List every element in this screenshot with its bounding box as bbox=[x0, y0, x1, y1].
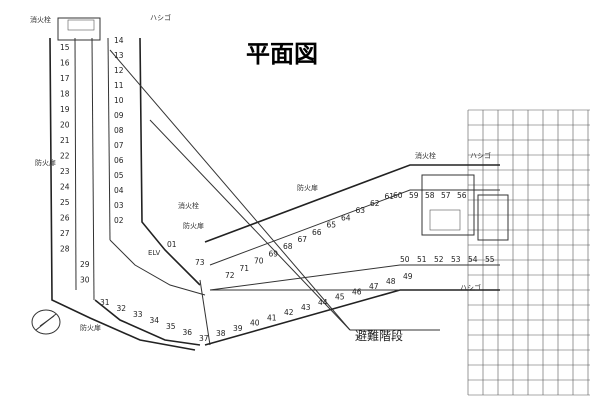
unit-number: 01 bbox=[167, 240, 177, 249]
page-title: 平面図 bbox=[246, 40, 318, 68]
firedoor-label-core: 防火扉 bbox=[183, 221, 204, 230]
unit-number: 29 bbox=[80, 260, 90, 269]
unit-number: 70 bbox=[254, 257, 264, 266]
ladder-label-se: ハシゴ bbox=[460, 283, 481, 292]
unit-number: 39 bbox=[233, 324, 243, 333]
unit-number: 14 bbox=[114, 36, 124, 45]
unit-number: 63 bbox=[356, 206, 366, 215]
unit-number: 44 bbox=[318, 298, 328, 307]
unit-number: 08 bbox=[114, 126, 124, 135]
unit-number: 05 bbox=[114, 171, 124, 180]
unit-number: 49 bbox=[403, 272, 413, 281]
unit-number: 42 bbox=[284, 308, 294, 317]
unit-number: 43 bbox=[301, 303, 311, 312]
unit-number: 62 bbox=[370, 199, 380, 208]
unit-number: 72 bbox=[225, 271, 235, 280]
unit-number: 73 bbox=[195, 258, 205, 267]
unit-number: 55 bbox=[485, 255, 495, 264]
firedoor-label-w: 防火扉 bbox=[35, 158, 56, 167]
annotations: 消火栓 ハシゴ 消火栓 防火扉 防火扉 消火栓 ハシゴ ハシゴ 防火扉 防火扉 … bbox=[30, 13, 491, 343]
unit-number: 36 bbox=[183, 328, 193, 337]
unit-number: 07 bbox=[114, 141, 124, 150]
unit-number: 35 bbox=[166, 322, 176, 331]
unit-number: 57 bbox=[441, 191, 451, 200]
unit-number: 52 bbox=[434, 255, 444, 264]
unit-numbers: 15 16 17 18 19 20 21 22 23 24 25 26 27 28 29 30 14 13 12 11… bbox=[60, 36, 495, 343]
stairs-label: 避難階段 bbox=[355, 328, 403, 343]
unit-number: 40 bbox=[250, 319, 260, 328]
unit-number: 61 bbox=[385, 192, 395, 201]
unit-number: 10 bbox=[114, 96, 124, 105]
hydrant-label-e: 消火栓 bbox=[415, 151, 436, 160]
unit-number: 20 bbox=[60, 121, 70, 130]
firedoor-label-e: 防火扉 bbox=[297, 183, 318, 192]
ladder-label-e: ハシゴ bbox=[470, 151, 491, 160]
unit-number: 21 bbox=[60, 136, 70, 145]
unit-number: 33 bbox=[133, 310, 143, 319]
unit-number: 17 bbox=[60, 74, 70, 83]
unit-number: 19 bbox=[60, 105, 70, 114]
unit-number: 71 bbox=[240, 264, 250, 273]
unit-number: 27 bbox=[60, 229, 70, 238]
unit-number: 68 bbox=[283, 242, 293, 251]
west-wing bbox=[49, 17, 201, 351]
unit-number: 26 bbox=[60, 214, 70, 223]
unit-number: 38 bbox=[216, 329, 226, 338]
unit-number: 03 bbox=[114, 201, 124, 210]
hydrant-label-core: 消火栓 bbox=[178, 201, 199, 210]
unit-number: 04 bbox=[114, 186, 124, 195]
unit-number: 18 bbox=[60, 90, 70, 99]
unit-number: 34 bbox=[150, 316, 160, 325]
unit-number: 16 bbox=[60, 59, 70, 68]
south-bend bbox=[94, 239, 211, 346]
unit-number: 54 bbox=[468, 255, 478, 264]
elv-label: ELV bbox=[148, 249, 161, 257]
unit-number: 37 bbox=[199, 334, 209, 343]
unit-number: 65 bbox=[327, 221, 337, 230]
unit-number: 45 bbox=[335, 293, 345, 302]
unit-number: 13 bbox=[114, 51, 124, 60]
unit-number: 41 bbox=[267, 313, 277, 322]
unit-number: 15 bbox=[60, 43, 70, 52]
unit-number: 66 bbox=[312, 228, 322, 237]
unit-number: 32 bbox=[117, 304, 127, 313]
firedoor-label-sw: 防火扉 bbox=[80, 323, 101, 332]
unit-number: 25 bbox=[60, 198, 70, 207]
unit-number: 12 bbox=[114, 66, 124, 75]
unit-number: 48 bbox=[386, 277, 396, 286]
unit-number: 50 bbox=[400, 255, 410, 264]
east-wing bbox=[204, 164, 509, 346]
unit-number: 31 bbox=[100, 298, 110, 307]
unit-number: 64 bbox=[341, 213, 351, 222]
unit-number: 09 bbox=[114, 111, 124, 120]
unit-number: 58 bbox=[425, 191, 435, 200]
unit-number: 46 bbox=[352, 287, 362, 296]
hydrant-label-nw: 消火栓 bbox=[30, 15, 51, 24]
unit-number: 24 bbox=[60, 183, 70, 192]
north-arrow-icon bbox=[31, 309, 61, 335]
unit-number: 51 bbox=[417, 255, 427, 264]
unit-number: 67 bbox=[298, 235, 308, 244]
unit-number: 60 bbox=[393, 191, 403, 200]
stairs-leaders bbox=[109, 49, 440, 331]
ladder-label-n: ハシゴ bbox=[150, 13, 171, 22]
unit-number: 69 bbox=[269, 249, 279, 258]
unit-number: 53 bbox=[451, 255, 461, 264]
unit-number: 47 bbox=[369, 282, 379, 291]
unit-number: 02 bbox=[114, 216, 124, 225]
unit-number: 11 bbox=[114, 81, 124, 90]
unit-number: 23 bbox=[60, 167, 70, 176]
unit-number: 28 bbox=[60, 245, 70, 254]
unit-number: 30 bbox=[80, 276, 90, 285]
unit-number: 06 bbox=[114, 156, 124, 165]
terrace-grid bbox=[467, 109, 590, 396]
unit-number: 59 bbox=[409, 191, 419, 200]
unit-number: 22 bbox=[60, 152, 70, 161]
unit-number: 56 bbox=[457, 191, 467, 200]
